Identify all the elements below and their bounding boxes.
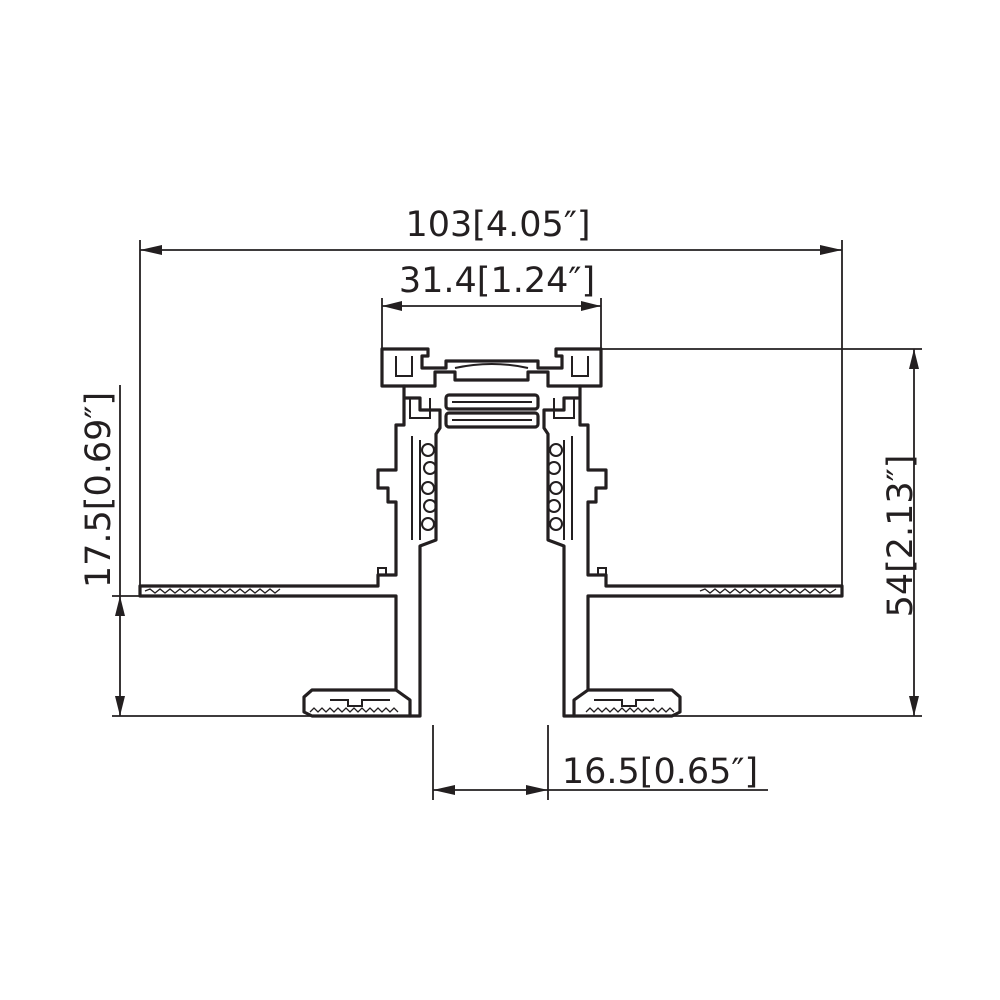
right-foot-knurl <box>585 707 675 713</box>
extrusion-profile <box>138 347 844 718</box>
right-flange-knurl <box>699 588 837 594</box>
right-wall <box>542 384 844 718</box>
dimension-top-width <box>381 298 602 360</box>
overall-height-label: 54[2.13″] <box>881 455 921 618</box>
left-flange-knurl <box>144 588 281 594</box>
overall-width-label: 103[4.05″] <box>405 205 590 245</box>
dimension-slot-width <box>432 725 768 800</box>
slot-width-label: 16.5[0.65″] <box>562 752 758 792</box>
left-foot <box>302 688 412 718</box>
top-cap <box>380 347 603 388</box>
right-foot <box>572 688 682 718</box>
left-foot-knurl <box>309 707 399 713</box>
left-wall <box>138 384 442 718</box>
top-width-label: 31.4[1.24″] <box>399 261 595 301</box>
flange-height-label: 17.5[0.69″] <box>79 392 119 588</box>
left-gasket <box>411 436 437 540</box>
dimension-overall-width <box>139 240 843 590</box>
dimension-flange-height <box>112 385 410 717</box>
right-gasket <box>547 436 573 540</box>
dimension-overall-height <box>580 348 922 717</box>
